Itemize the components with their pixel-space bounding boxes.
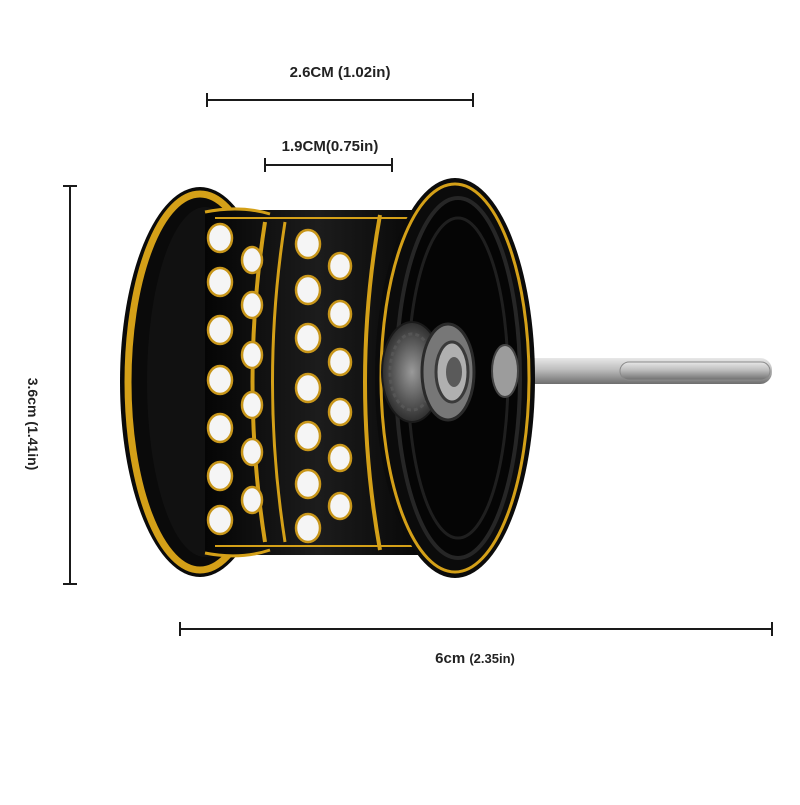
top-inner-dimension-label: 1.9CM(0.75in) [205,138,455,155]
porting-hole [206,266,234,298]
height-value: 3.6cm [25,377,41,418]
porting-hole [294,322,322,354]
length-imperial: (2.35in) [469,651,515,666]
top-outer-value: 2.6CM [289,64,334,81]
porting-hole [294,512,322,544]
top-inner-imperial: (0.75in) [325,138,379,155]
porting-hole [327,491,353,521]
porting-hole [206,504,234,536]
porting-hole [240,390,264,420]
porting-hole [206,412,234,444]
porting-hole [294,274,322,306]
porting-hole [206,314,234,346]
porting-hole [294,228,322,260]
dimension-lines [63,93,773,636]
spool-illustration [120,178,772,578]
length-value: 6cm [435,650,466,667]
porting-hole [206,460,234,492]
length-dimension-line [179,622,773,636]
porting-hole [240,340,264,370]
porting-hole [327,299,353,329]
porting-hole [240,245,264,275]
bearing [420,322,476,422]
porting-hole [294,468,322,500]
height-dimension-label: 3.6cm (1.41in) [25,378,41,471]
porting-hole [294,372,322,404]
porting-hole [327,347,353,377]
porting-hole [206,364,234,396]
top-outer-imperial: (1.02in) [337,64,391,81]
shaft-collar [491,344,519,398]
porting-hole [240,437,264,467]
height-dimension-line [63,185,77,585]
porting-hole [327,251,353,281]
height-imperial: (1.41in) [25,421,41,471]
porting-hole [327,397,353,427]
top-outer-dimension-line [206,93,474,107]
porting-hole [294,420,322,452]
porting-hole [206,222,234,254]
porting-hole [240,485,264,515]
top-inner-dimension-line [264,158,393,172]
length-dimension-label: 6cm (2.35in) [180,650,770,667]
top-outer-dimension-label: 2.6CM (1.02in) [0,64,680,81]
spool-shaft [500,358,772,384]
porting-hole [327,443,353,473]
top-inner-value: 1.9CM [281,138,326,155]
porting-hole [240,290,264,320]
